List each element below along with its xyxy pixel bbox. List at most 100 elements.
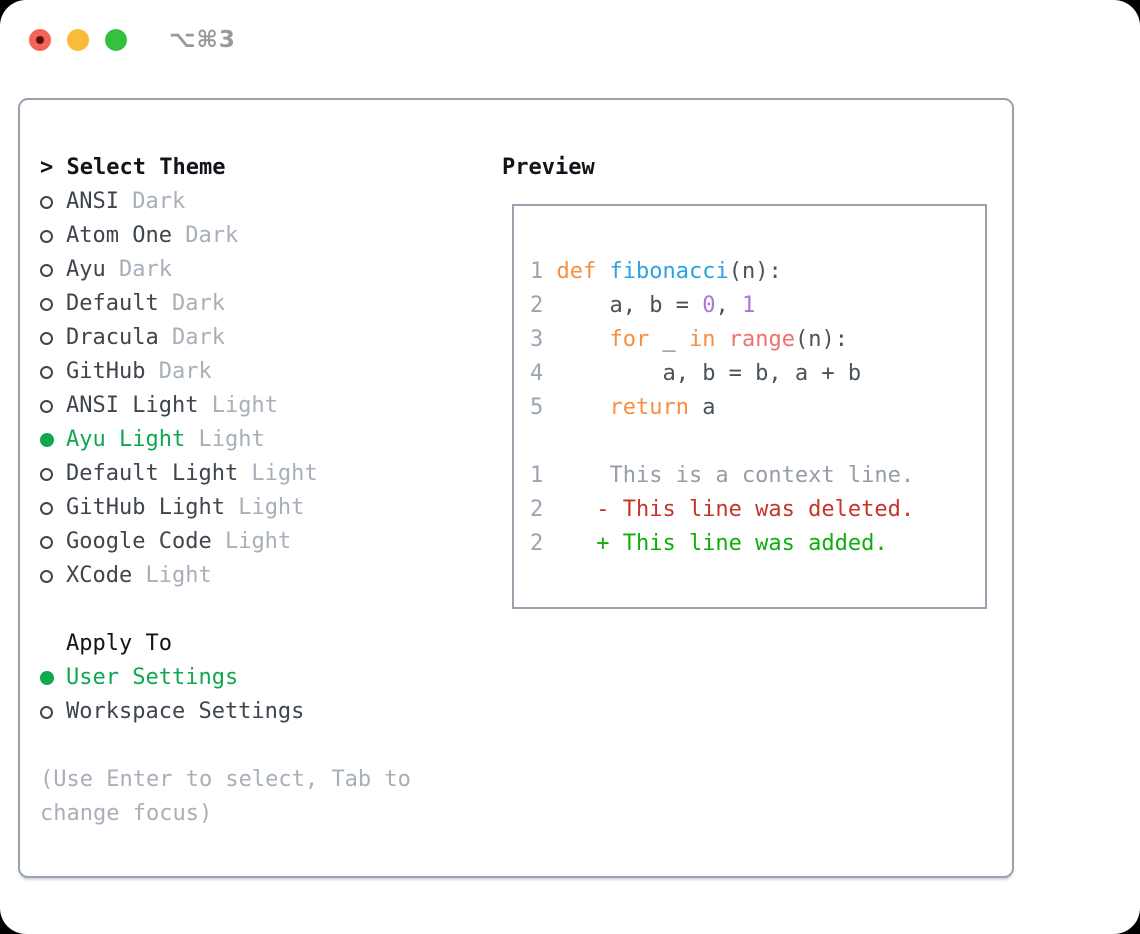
code-line: 4 a, b = b, a + b <box>530 357 985 391</box>
line-number: 4 <box>530 361 557 386</box>
apply-to-option[interactable]: Workspace Settings <box>40 695 411 729</box>
theme-variant: Light <box>132 563 212 588</box>
prompt-marker-icon: > <box>40 155 54 180</box>
code-line: 2 - This line was deleted. <box>530 493 985 527</box>
theme-variant: Light <box>224 495 305 520</box>
apply-to-header: Apply To <box>40 627 411 661</box>
zoom-button[interactable] <box>105 29 127 51</box>
theme-name: Default <box>66 291 159 316</box>
theme-list-item[interactable]: Ayu Dark <box>40 253 411 287</box>
line-number: 1 <box>530 463 544 488</box>
minimize-button[interactable] <box>67 29 89 51</box>
spacer <box>40 729 411 763</box>
apply-to-option-label: Workspace Settings <box>66 699 305 724</box>
theme-name: GitHub <box>66 359 146 384</box>
radio-icon <box>40 468 53 481</box>
radio-icon <box>40 264 53 277</box>
window-title: ⌥⌘3 <box>169 27 236 53</box>
theme-list-item[interactable]: Dracula Dark <box>40 321 411 355</box>
code-token: a, b = b, a + b <box>556 361 862 386</box>
theme-name: Default Light <box>66 461 239 486</box>
theme-list-item[interactable]: XCode Light <box>40 559 411 593</box>
code-token: range <box>728 327 795 352</box>
theme-variant: Dark <box>158 325 225 350</box>
code-token: def <box>556 259 597 284</box>
code-token: in <box>688 327 716 352</box>
radio-icon <box>40 332 53 345</box>
code-token: + This line was added. <box>543 531 888 556</box>
theme-variant: Dark <box>145 359 212 384</box>
theme-list-item[interactable]: Default Dark <box>40 287 411 321</box>
preview-title: Preview <box>502 155 595 180</box>
radio-icon <box>40 502 53 515</box>
select-theme-header: > Select Theme <box>40 151 411 185</box>
theme-name: ANSI <box>66 189 119 214</box>
code-line: 2 a, b = 0, 1 <box>530 289 985 323</box>
line-number: 1 <box>530 259 557 284</box>
theme-name: XCode <box>66 563 133 588</box>
theme-list-item[interactable]: ANSI Light Light <box>40 389 411 423</box>
code-line: 1 def fibonacci(n): <box>530 255 985 289</box>
code-token <box>715 327 728 352</box>
hint-line-2: change focus) <box>40 801 213 826</box>
close-button[interactable] <box>29 29 51 51</box>
theme-list-item[interactable]: GitHub Dark <box>40 355 411 389</box>
code-token: _ <box>649 327 689 352</box>
theme-variant: Light <box>198 393 278 418</box>
code-token: fibonacci <box>609 259 729 284</box>
code-token: 1 <box>741 293 756 318</box>
theme-list-item[interactable]: Default Light Light <box>40 457 411 491</box>
theme-list-item[interactable]: Ayu Light Light <box>40 423 411 457</box>
line-number: 2 <box>530 497 544 522</box>
radio-selected-icon <box>40 433 54 447</box>
hint-line-1: (Use Enter to select, Tab to <box>40 767 411 792</box>
code-token: - This line was deleted. <box>543 497 915 522</box>
code-token: a, b = <box>556 293 703 318</box>
line-number: 2 <box>530 531 544 556</box>
code-token: a <box>688 395 716 420</box>
code-token <box>596 259 609 284</box>
code-line: 2 + This line was added. <box>530 527 985 561</box>
theme-list-item[interactable]: Atom One Dark <box>40 219 411 253</box>
theme-variant: Light <box>211 529 292 554</box>
code-line <box>530 425 985 459</box>
theme-list-item[interactable]: ANSI Dark <box>40 185 411 219</box>
theme-name: Ayu Light <box>66 427 186 452</box>
radio-selected-icon <box>40 671 54 685</box>
code-line: 5 return a <box>530 391 985 425</box>
titlebar: ⌥⌘3 <box>29 27 236 53</box>
theme-variant: Light <box>238 461 318 486</box>
radio-icon <box>40 366 53 379</box>
theme-name: Google Code <box>66 529 212 554</box>
code-token: , <box>715 293 742 318</box>
radio-icon <box>40 230 53 243</box>
theme-name: Dracula <box>66 325 159 350</box>
code-token <box>557 327 610 352</box>
theme-list-item[interactable]: Google Code Light <box>40 525 411 559</box>
theme-variant: Light <box>185 427 265 452</box>
code-token <box>557 395 610 420</box>
code-token: for <box>609 327 650 352</box>
radio-icon <box>40 298 53 311</box>
code-token: return <box>609 395 689 420</box>
code-line: 3 for _ in range(n): <box>530 323 985 357</box>
radio-icon <box>40 400 53 413</box>
apply-to-option[interactable]: User Settings <box>40 661 411 695</box>
line-number: 5 <box>530 395 557 420</box>
theme-variant: Dark <box>105 257 172 282</box>
line-number: 2 <box>530 293 557 318</box>
spacer <box>40 593 411 627</box>
theme-list-item[interactable]: GitHub Light Light <box>40 491 411 525</box>
theme-name: Atom One <box>66 223 172 248</box>
theme-variant: Dark <box>171 223 239 248</box>
radio-icon <box>40 706 53 719</box>
select-theme-header-label: Select Theme <box>66 155 226 180</box>
code-line <box>530 221 985 255</box>
line-number: 3 <box>530 327 557 352</box>
code-token: This is a context line. <box>543 463 915 488</box>
